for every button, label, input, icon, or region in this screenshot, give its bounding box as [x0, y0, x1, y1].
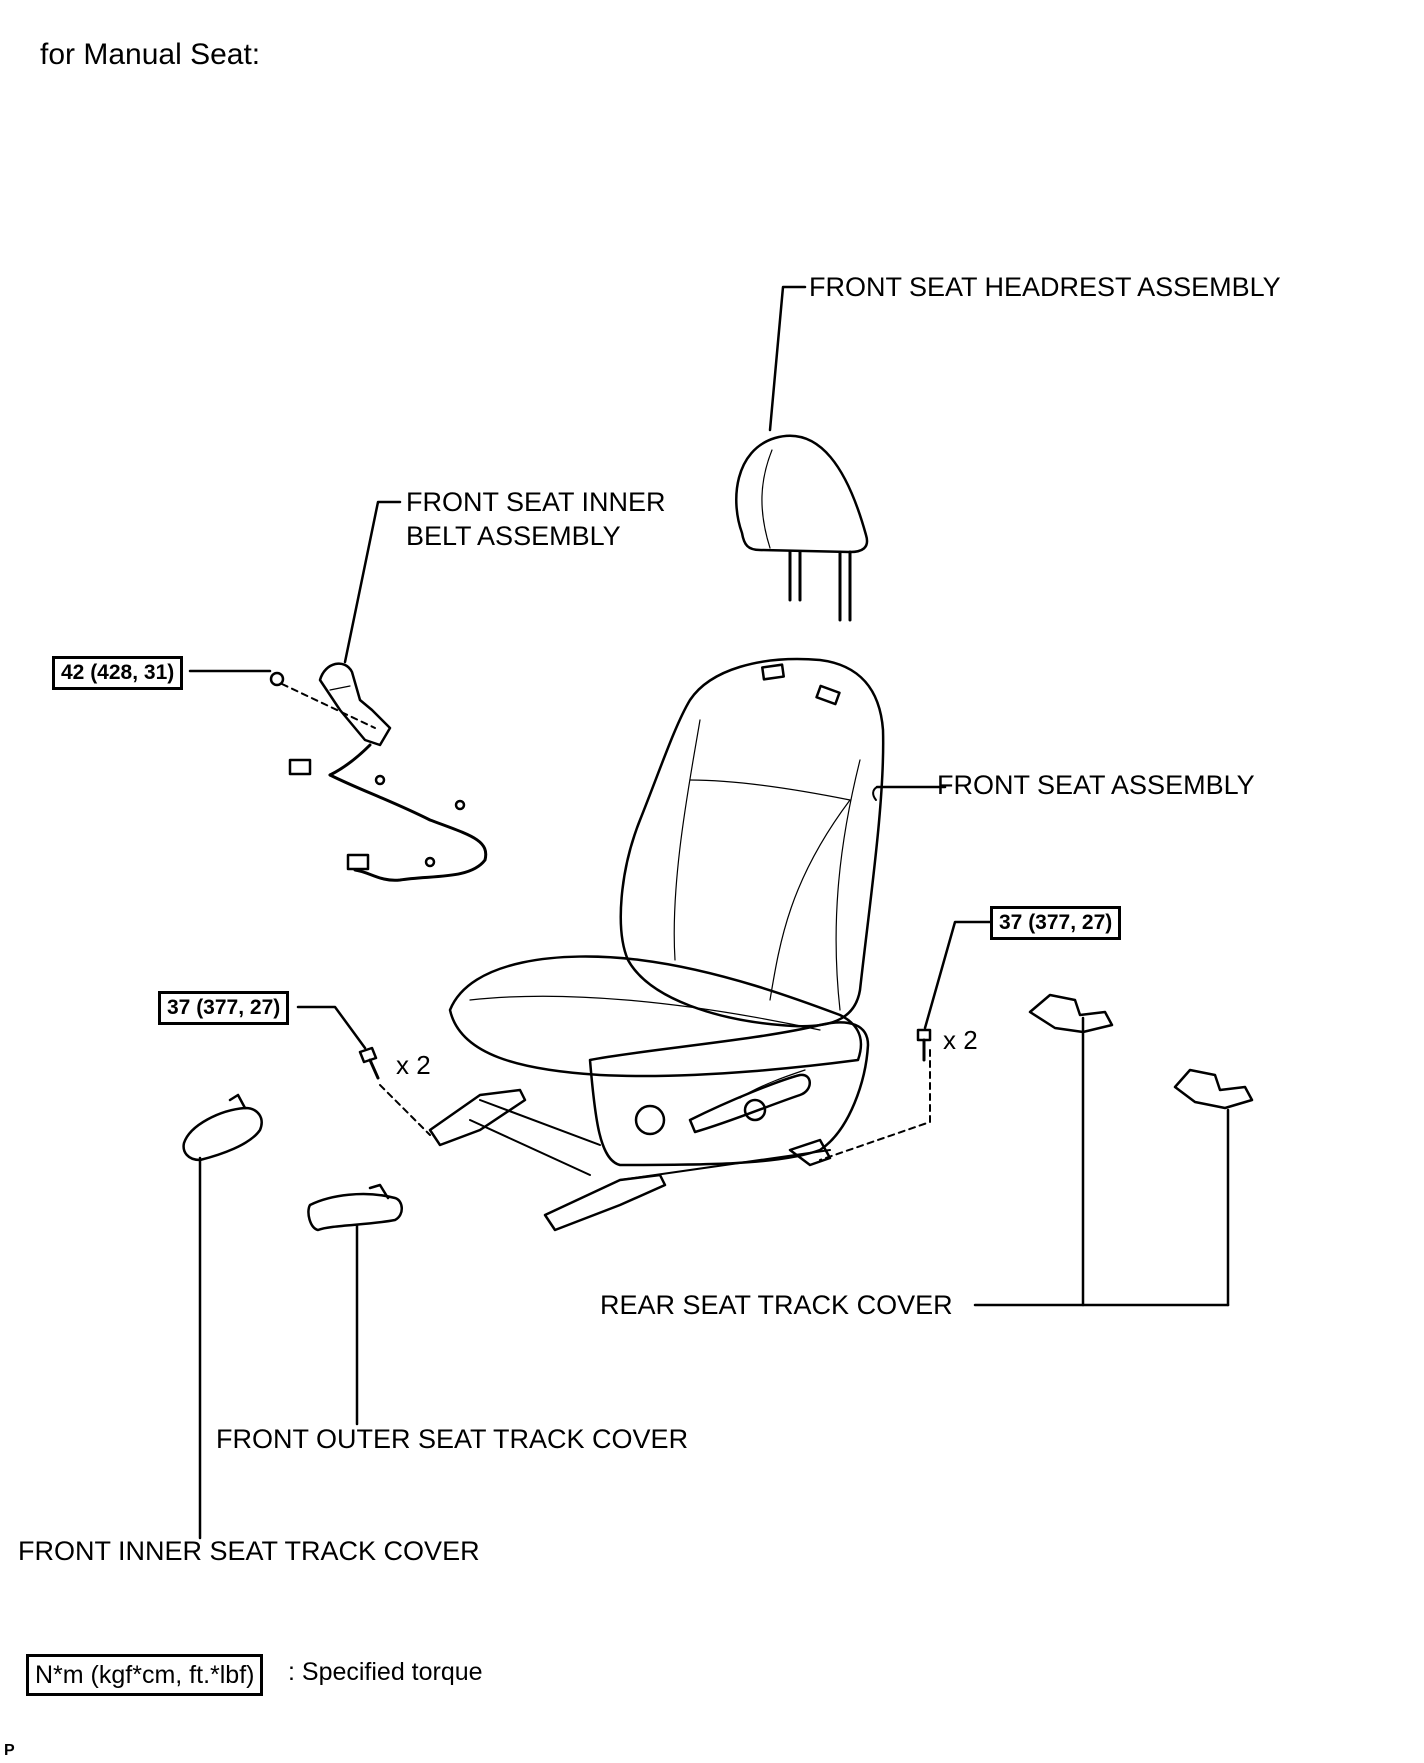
leader-lines: [188, 285, 1230, 1540]
label-seat-assembly: FRONT SEAT ASSEMBLY: [937, 770, 1255, 800]
legend-description: : Specified torque: [288, 1658, 483, 1686]
torque-box-front-bolts: 37 (377, 27): [158, 991, 290, 1025]
torque-box-rear-bolts: 37 (377, 27): [990, 906, 1122, 940]
label-front-outer-cover: FRONT OUTER SEAT TRACK COVER: [216, 1424, 689, 1454]
headrest-drawing: [735, 434, 869, 622]
seat-drawing: [428, 657, 885, 1232]
page-title: for Manual Seat:: [40, 38, 261, 71]
label-rear-track-cover: REAR SEAT TRACK COVER: [600, 1290, 953, 1320]
torque-box-belt: 42 (428, 31): [52, 656, 184, 690]
dashed-lines: [281, 683, 931, 1161]
label-inner-belt-line2: BELT ASSEMBLY: [406, 521, 621, 551]
legend-unit-box: N*m (kgf*cm, ft.*lbf): [26, 1654, 264, 1696]
label-front-inner-cover: FRONT INNER SEAT TRACK COVER: [18, 1536, 480, 1566]
track-covers-drawing: [182, 993, 1254, 1232]
quantity-rear-bolts: x 2: [943, 1025, 978, 1055]
corner-mark: P: [4, 1742, 15, 1759]
label-inner-belt-line1: FRONT SEAT INNER: [406, 487, 666, 517]
quantity-front-bolts: x 2: [396, 1050, 431, 1080]
bolts-drawing: [358, 1028, 932, 1080]
belt-drawing: [269, 662, 488, 882]
label-headrest: FRONT SEAT HEADREST ASSEMBLY: [809, 272, 1281, 302]
